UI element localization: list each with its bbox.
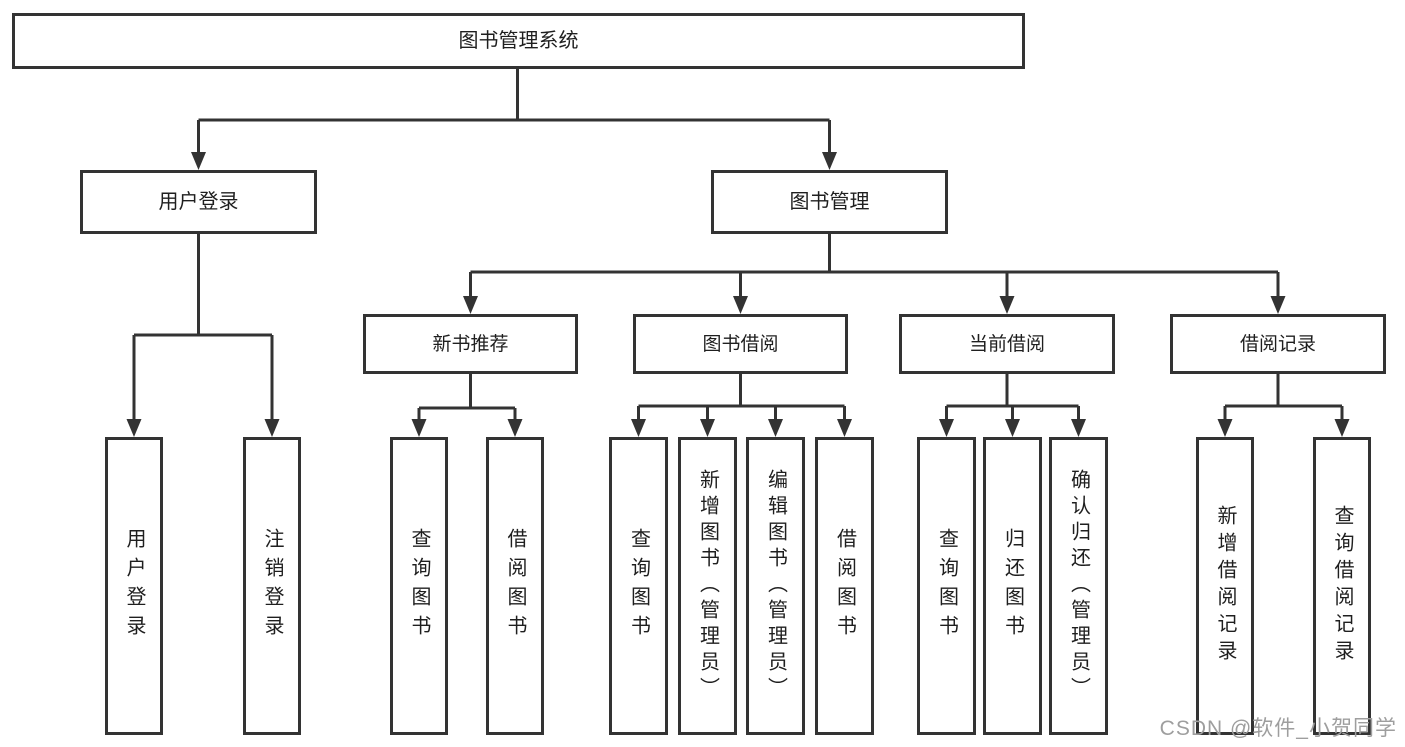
- node-book-management: 图书管理: [711, 170, 948, 234]
- leaf-return-books: 归还图书: [983, 437, 1042, 735]
- node-label: 新增图书（管理员）: [696, 469, 719, 703]
- leaf-logout: 注销登录: [243, 437, 301, 735]
- leaf-query-books-3: 查询图书: [917, 437, 976, 735]
- node-label: 确认归还（管理员）: [1067, 469, 1090, 703]
- leaf-query-books-1: 查询图书: [390, 437, 448, 735]
- leaf-borrow-books-2: 借阅图书: [815, 437, 874, 735]
- leaf-add-book-admin: 新增图书（管理员）: [678, 437, 737, 735]
- node-label: 新增借阅记录: [1214, 505, 1236, 667]
- node-label: 新书推荐: [432, 333, 509, 355]
- node-label: 用户登录: [123, 528, 145, 644]
- leaf-borrow-books-1: 借阅图书: [486, 437, 544, 735]
- node-book-borrow: 图书借阅: [633, 314, 848, 374]
- node-label: 用户登录: [158, 191, 239, 213]
- leaf-user-login: 用户登录: [105, 437, 163, 735]
- leaf-edit-book-admin: 编辑图书（管理员）: [746, 437, 805, 735]
- node-label: 查询图书: [627, 528, 650, 644]
- node-label: 图书管理系统: [458, 30, 579, 52]
- node-label: 查询图书: [935, 528, 958, 644]
- leaf-query-books-2: 查询图书: [609, 437, 668, 735]
- leaf-confirm-return-admin: 确认归还（管理员）: [1049, 437, 1108, 735]
- node-label: 当前借阅: [968, 333, 1045, 355]
- csdn-watermark: CSDN @软件_小贺同学: [1159, 717, 1397, 740]
- node-new-book-recommend: 新书推荐: [363, 314, 578, 374]
- node-label: 查询图书: [408, 528, 430, 644]
- node-label: 借阅图书: [833, 528, 856, 644]
- node-label: 图书借阅: [702, 333, 779, 355]
- node-label: 查询借阅记录: [1331, 505, 1353, 667]
- node-borrow-records: 借阅记录: [1170, 314, 1386, 374]
- node-user-login: 用户登录: [80, 170, 317, 234]
- node-label: 注销登录: [261, 528, 283, 644]
- node-label: 借阅图书: [504, 528, 526, 644]
- leaf-add-borrow-record: 新增借阅记录: [1196, 437, 1254, 735]
- node-library-management-system: 图书管理系统: [12, 13, 1025, 69]
- node-label: 借阅记录: [1239, 333, 1316, 355]
- leaf-query-borrow-record: 查询借阅记录: [1313, 437, 1371, 735]
- node-label: 归还图书: [1001, 528, 1024, 644]
- node-current-borrow: 当前借阅: [899, 314, 1115, 374]
- node-label: 图书管理: [789, 191, 870, 213]
- node-label: 编辑图书（管理员）: [764, 469, 787, 703]
